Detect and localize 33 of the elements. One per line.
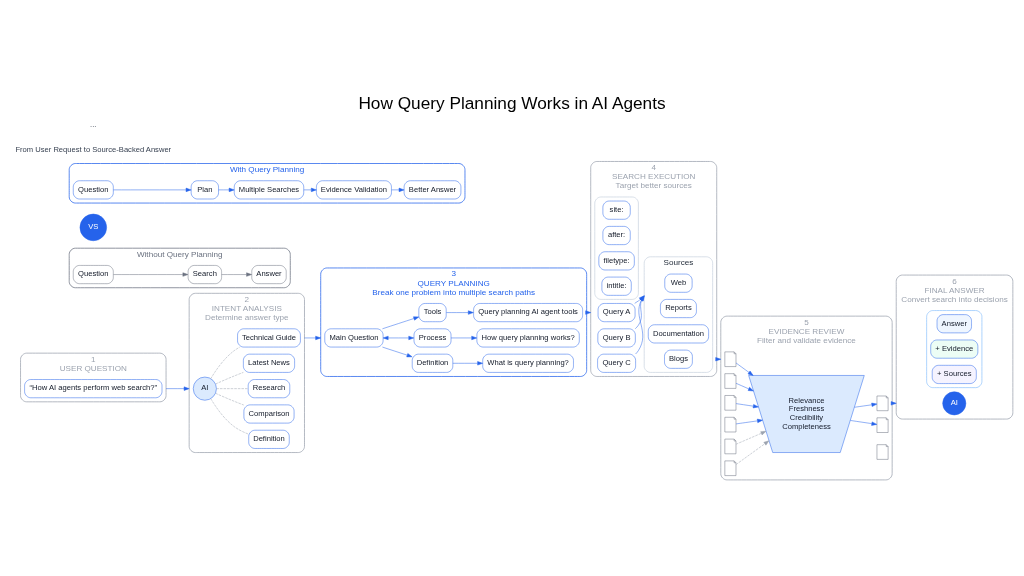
cluster [926, 309, 983, 388]
arrow [221, 272, 252, 277]
diagram-title: How Query Planning Works in AI Agents [358, 92, 666, 113]
arrow [735, 440, 770, 465]
arrow [735, 402, 759, 408]
arrow [382, 316, 420, 329]
arrow [391, 187, 405, 192]
arrow [113, 187, 192, 192]
arrow [304, 335, 321, 340]
arrow [452, 360, 483, 365]
arrow [850, 419, 878, 426]
arrow [165, 386, 190, 391]
connector [210, 397, 249, 434]
arrow [634, 295, 645, 304]
arrow [635, 295, 645, 329]
arrow [450, 335, 477, 340]
connector [215, 371, 244, 384]
arrow [635, 295, 645, 354]
arrow [735, 362, 754, 376]
arrow [735, 430, 767, 444]
arrow [303, 187, 317, 192]
arrow [735, 382, 754, 391]
arrow [735, 418, 763, 424]
arrow [382, 335, 415, 340]
cluster [594, 196, 639, 300]
connector [216, 387, 249, 389]
connector [215, 392, 244, 405]
arrow [218, 187, 235, 192]
arrow [113, 272, 189, 277]
arrow [446, 310, 474, 315]
arrow [854, 402, 878, 407]
arrow [382, 346, 413, 357]
connector [210, 346, 241, 379]
